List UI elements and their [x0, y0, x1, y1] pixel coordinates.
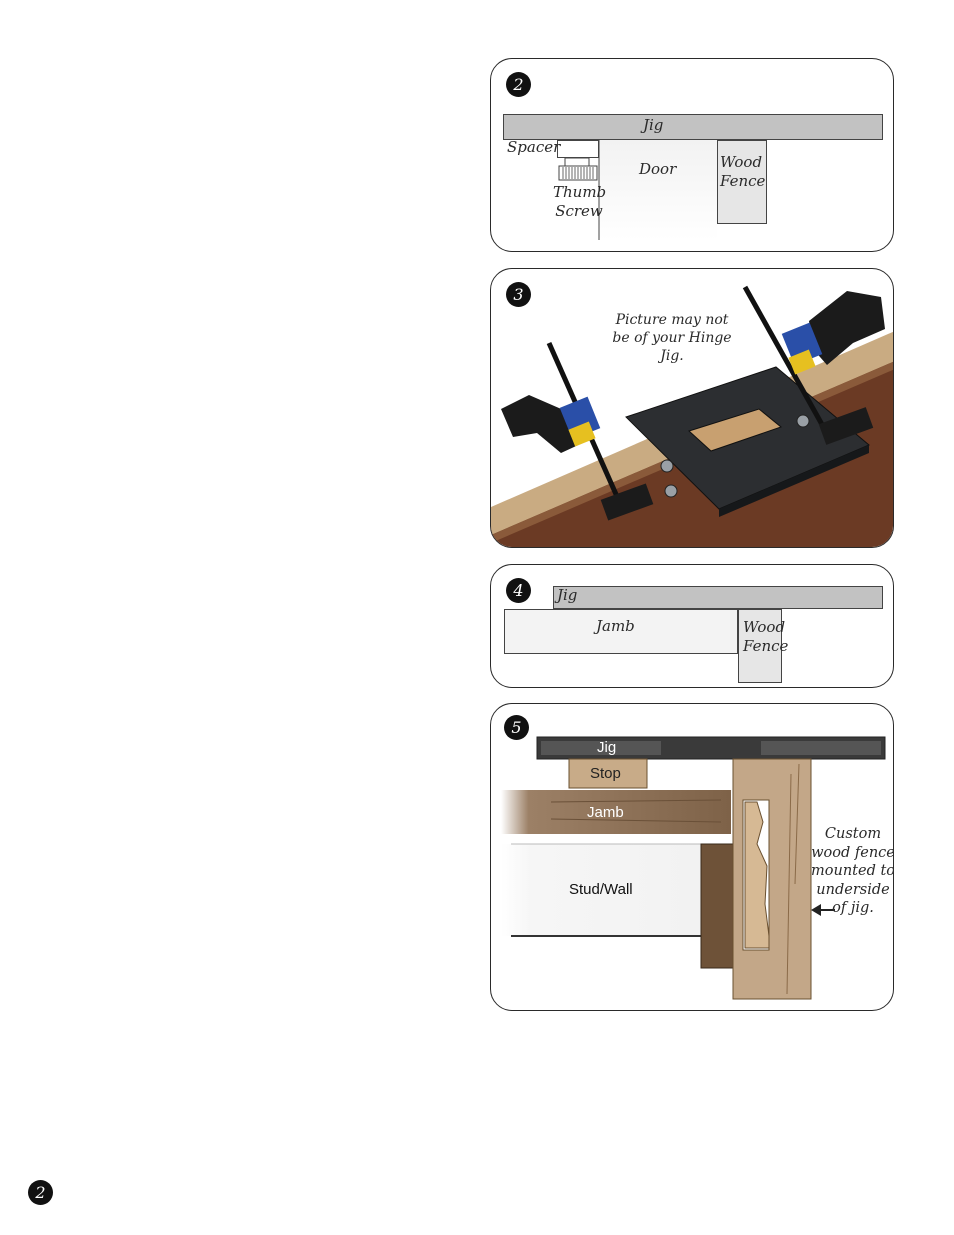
figure-2-panel: 2 Jig Spacer Thumb Screw Door Wood Fence [490, 58, 894, 252]
figure-5-number: 5 [504, 715, 529, 740]
jig-label: Jig [597, 739, 617, 756]
figure-3-panel: 3 Picture may not be of your Hinge Jig. [490, 268, 894, 548]
jig-bar [553, 586, 883, 609]
page-number-badge: 2 [28, 1180, 53, 1205]
stud-wall-label: Stud/Wall [569, 881, 633, 898]
door-label: Door [639, 160, 677, 178]
jamb-label: Jamb [596, 617, 635, 635]
figure-5-panel: 5 Jig Stop Jamb Stud/Wall Custom wood fe… [490, 703, 894, 1011]
jig-label: Jig [643, 116, 664, 134]
photo-caption: Picture may not be of your Hinge Jig. [612, 312, 732, 364]
jamb-label: Jamb [587, 804, 624, 821]
jamb-block [504, 609, 738, 654]
custom-fence-callout: Custom wood fence mounted to underside o… [811, 826, 894, 916]
stud-wall-diagram [501, 736, 886, 1000]
wood-fence-block [738, 609, 782, 683]
figure-4-number: 4 [506, 578, 531, 603]
wood-fence-label: Wood Fence [743, 618, 789, 655]
thumb-screw-icon [558, 140, 717, 240]
wood-fence-label: Wood Fence [720, 153, 766, 190]
spacer-label: Spacer [507, 138, 561, 156]
jig-label: Jig [557, 586, 578, 604]
stop-label: Stop [590, 765, 621, 782]
jig-bar [503, 114, 883, 140]
figure-3-number: 3 [506, 282, 531, 307]
thumb-screw-label: Thumb Screw [553, 183, 607, 220]
figure-4-panel: 4 Jig Jamb Wood Fence [490, 564, 894, 688]
wood-fence-block [717, 140, 767, 224]
hinge-jig-photo [491, 285, 893, 547]
figure-2-number: 2 [506, 72, 531, 97]
